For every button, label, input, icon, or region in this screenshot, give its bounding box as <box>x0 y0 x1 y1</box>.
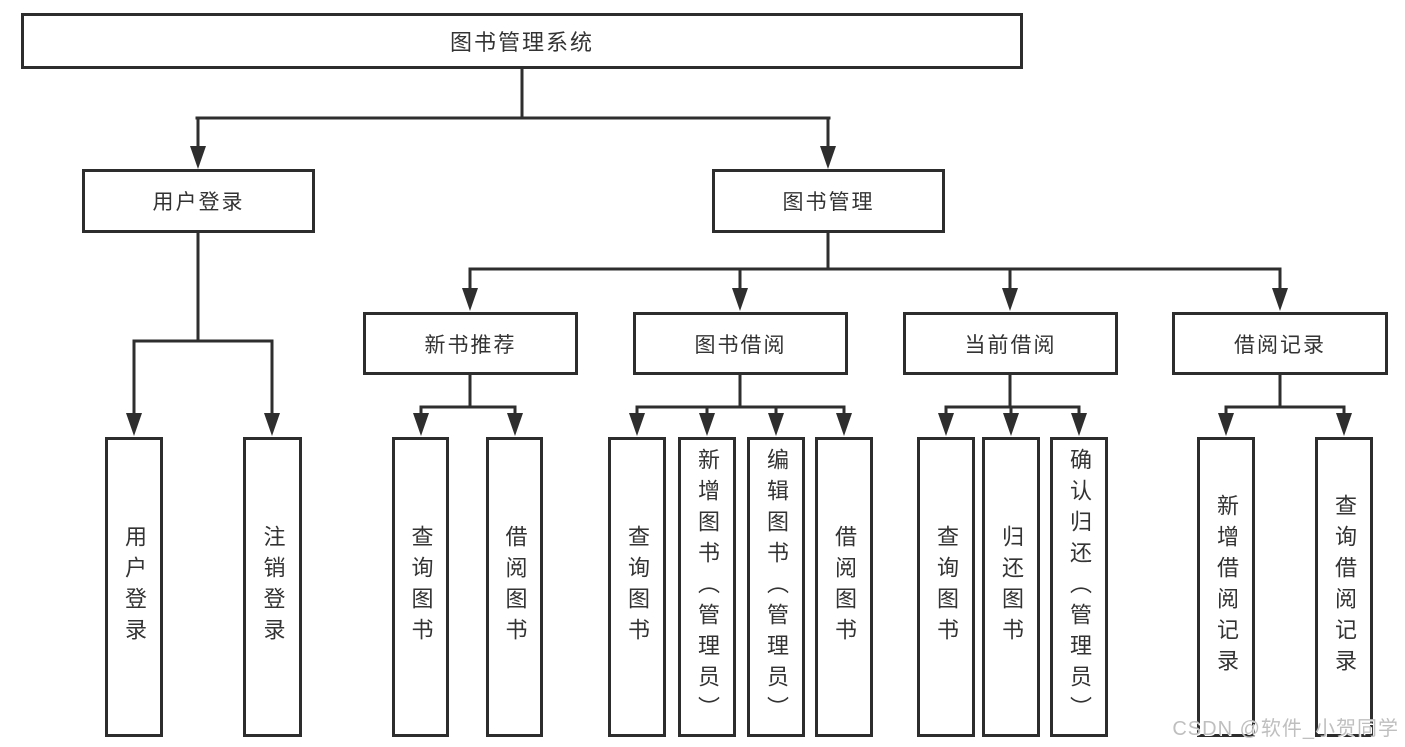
arrowhead-bb-query-books <box>629 413 645 436</box>
node-label: 编辑图书（管理员） <box>764 447 789 727</box>
arrowhead-rec-query-books <box>413 413 429 436</box>
leaf-logout: 注销登录 <box>243 437 302 737</box>
node-current-borrow: 当前借阅 <box>903 312 1118 375</box>
node-label: 图书借阅 <box>694 333 787 357</box>
node-label: 图书管理 <box>782 191 875 214</box>
node-user-login: 用户登录 <box>82 169 315 233</box>
node-label: 查询图书 <box>408 525 434 649</box>
leaf-rec-query-books: 查询图书 <box>392 437 449 737</box>
leaf-bb-borrow-books: 借阅图书 <box>815 437 873 737</box>
node-label: 归还图书 <box>999 525 1024 649</box>
node-label: 图书管理系统 <box>449 30 594 55</box>
connector-bookborrow-to-leaves <box>635 373 846 418</box>
leaf-br-query-record: 查询借阅记录 <box>1315 437 1373 737</box>
node-label: 新增图书（管理员） <box>695 447 720 727</box>
leaf-bb-edit-books-admin: 编辑图书（管理员） <box>747 437 805 737</box>
node-label: 用户登录 <box>152 191 245 214</box>
node-label: 查询借阅记录 <box>1332 494 1357 680</box>
leaf-user-login: 用户登录 <box>105 437 163 737</box>
node-book-management: 图书管理 <box>712 169 945 233</box>
arrowhead-bb-borrow-books <box>836 413 852 436</box>
leaf-cb-query-books: 查询图书 <box>917 437 975 737</box>
connector-bookmgmt-to-level3 <box>468 231 1282 293</box>
arrowhead-bb-edit-books <box>768 413 784 436</box>
arrowhead-book-management <box>820 146 836 169</box>
arrowhead-rec-borrow-books <box>507 413 523 436</box>
node-label: 查询图书 <box>625 525 650 649</box>
leaf-bb-add-books-admin: 新增图书（管理员） <box>678 437 736 737</box>
node-system-root: 图书管理系统 <box>21 13 1023 69</box>
node-label: 借阅图书 <box>832 525 857 649</box>
arrowhead-book-borrow <box>732 288 748 311</box>
node-label: 借阅记录 <box>1234 333 1326 357</box>
arrowhead-cb-confirm-return <box>1071 413 1087 436</box>
arrowhead-cb-query-books <box>938 413 954 436</box>
arrowhead-current-borrow <box>1002 288 1018 311</box>
arrowhead-leaf-logout <box>264 413 280 436</box>
connector-currentborrow-to-leaves <box>944 373 1081 418</box>
csdn-watermark: CSDN @软件_小贺同学 <box>1172 718 1399 740</box>
arrowhead-borrow-records <box>1272 288 1288 311</box>
leaf-cb-confirm-return-admin: 确认归还（管理员） <box>1050 437 1108 737</box>
node-label: 新增借阅记录 <box>1214 494 1239 680</box>
connector-recommend-to-leaves <box>419 373 517 418</box>
node-label: 注销登录 <box>260 525 286 649</box>
leaf-br-add-record: 新增借阅记录 <box>1197 437 1255 737</box>
arrowhead-br-add-record <box>1218 413 1234 436</box>
leaf-rec-borrow-books: 借阅图书 <box>486 437 543 737</box>
arrowhead-leaf-user-login <box>126 413 142 436</box>
node-borrow-records: 借阅记录 <box>1172 312 1388 375</box>
node-new-book-recommend: 新书推荐 <box>363 312 578 375</box>
connector-userlogin-to-leaves <box>132 231 274 418</box>
node-label: 查询图书 <box>934 525 959 649</box>
arrowhead-user-login <box>190 146 206 169</box>
leaf-bb-query-books: 查询图书 <box>608 437 666 737</box>
connector-root-to-level2 <box>195 67 831 152</box>
leaf-cb-return-books: 归还图书 <box>982 437 1040 737</box>
node-label: 新书推荐 <box>424 333 517 357</box>
arrowhead-bb-add-books <box>699 413 715 436</box>
node-label: 借阅图书 <box>502 525 528 649</box>
arrowhead-br-query-record <box>1336 413 1352 436</box>
node-book-borrow: 图书借阅 <box>633 312 848 375</box>
connector-records-to-leaves <box>1224 373 1346 418</box>
node-label: 当前借阅 <box>964 333 1057 357</box>
arrowhead-cb-return-books <box>1003 413 1019 436</box>
node-label: 用户登录 <box>122 525 147 649</box>
arrowhead-new-book-recommend <box>462 288 478 311</box>
node-label: 确认归还（管理员） <box>1067 447 1092 727</box>
